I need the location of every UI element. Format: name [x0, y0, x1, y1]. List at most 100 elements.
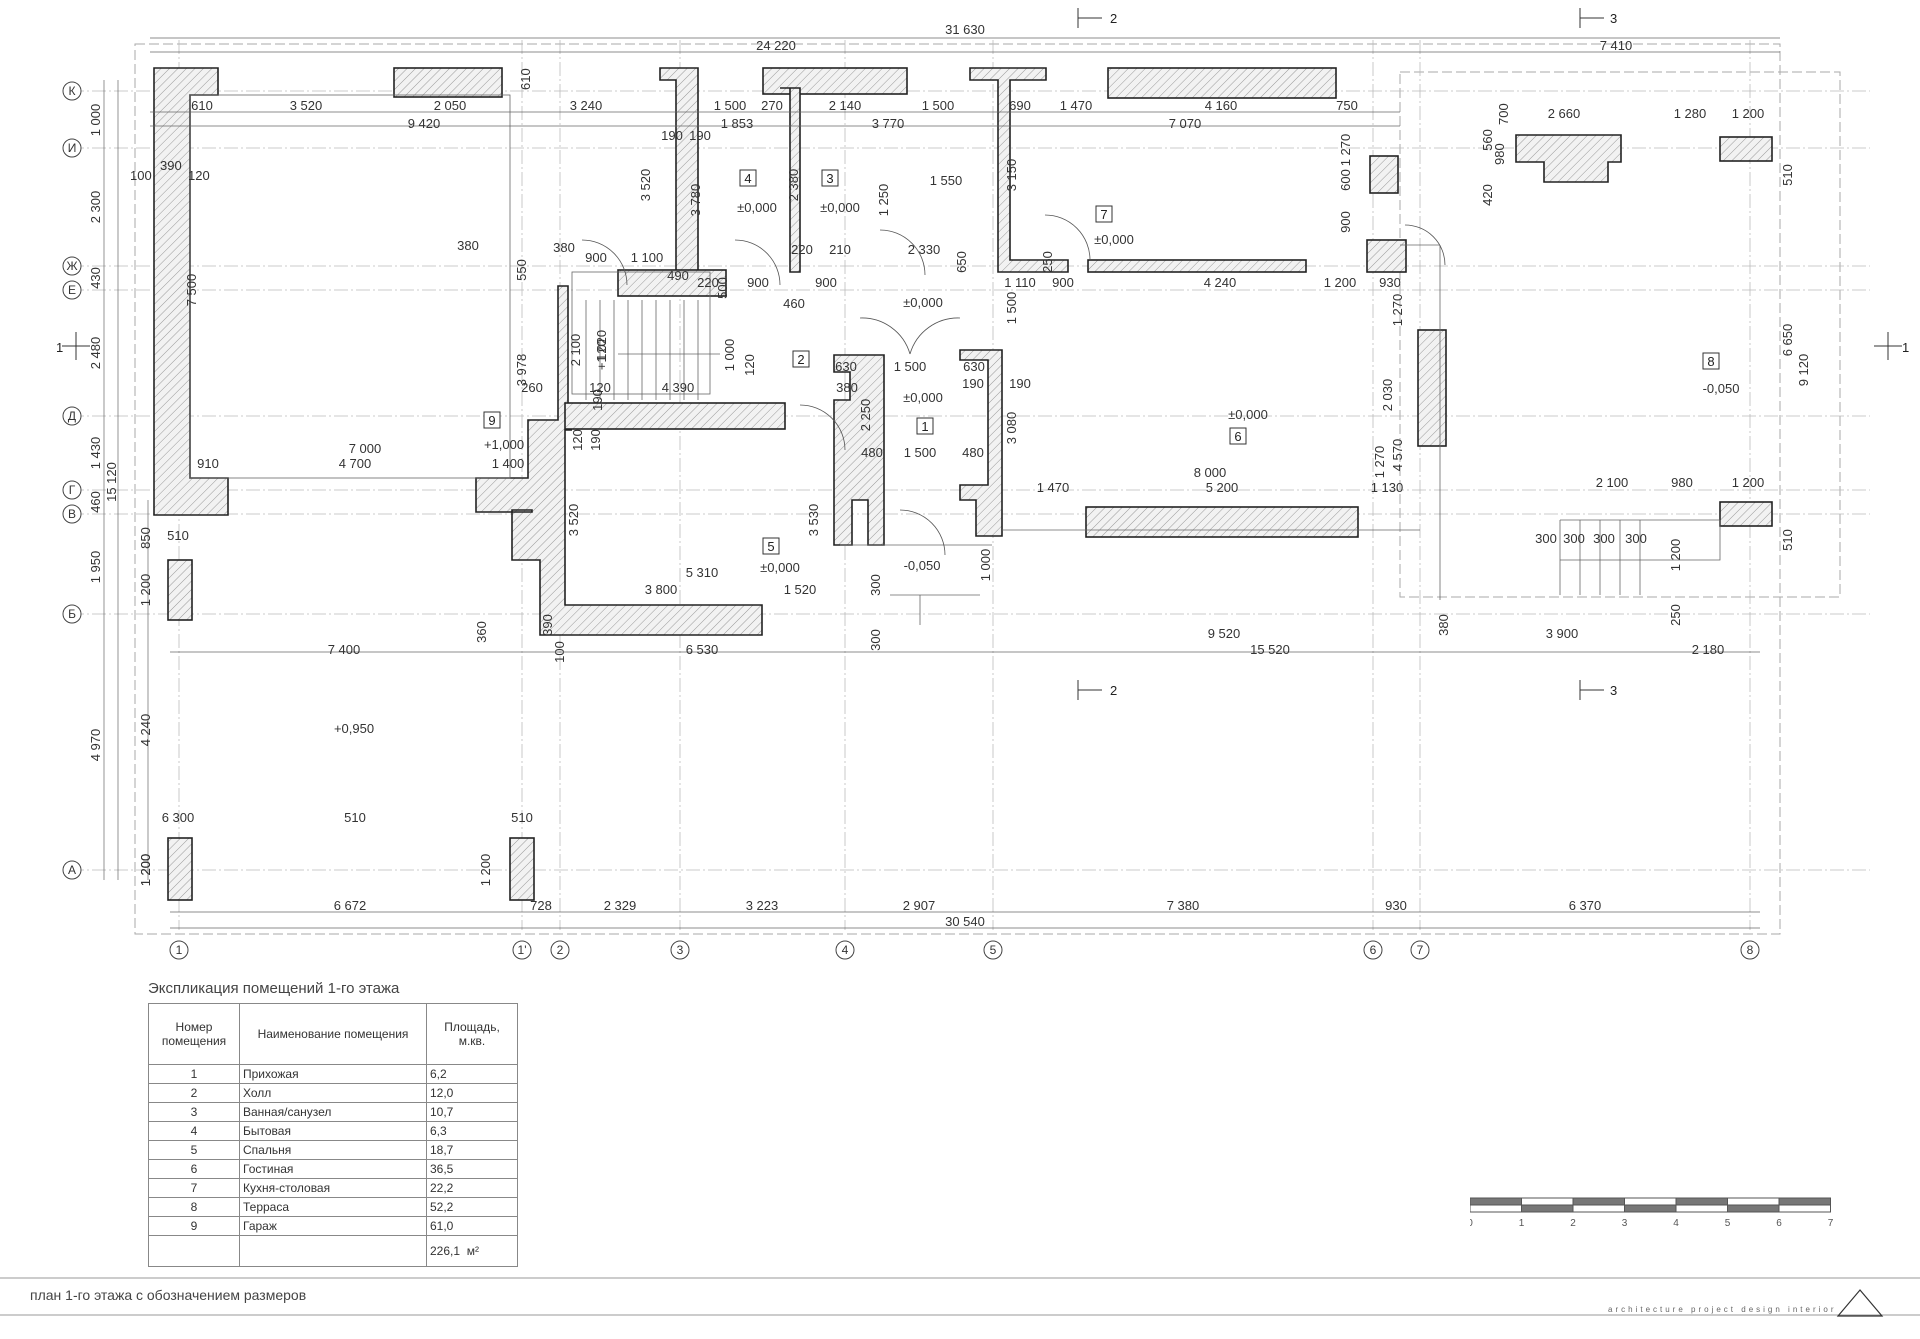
dim-l3: 430	[88, 267, 103, 289]
dim-inner-label: 2 100	[568, 334, 583, 367]
dim-inner-label: 420	[1480, 184, 1495, 206]
dim-e8: 700	[1496, 103, 1511, 125]
dim-inner-label: 630	[963, 359, 985, 374]
scale-bar-graphic: 01234567	[1467, 1197, 1834, 1229]
room-area-cell: 6,3	[426, 1121, 518, 1141]
dim-t1: 610	[191, 98, 213, 113]
dim-inner-label: 630	[835, 359, 857, 374]
dim-e3: 390	[160, 158, 182, 173]
thin-lines	[189, 94, 1721, 625]
room-number-cell: 9	[148, 1216, 240, 1236]
column-terrace-2	[1719, 501, 1773, 527]
dim-b2: 728	[530, 898, 552, 913]
dim-inner-label: 380	[457, 238, 479, 253]
room-4-level: ±0,000	[737, 200, 777, 215]
total-cell: 226,1 м²	[426, 1235, 518, 1267]
dim-inner-label: 7 000	[349, 441, 382, 456]
axis-3: 3	[677, 943, 684, 957]
axis-I: И	[68, 141, 77, 155]
dims-left: 1 000 2 300 430 2 480 1 430 460 1 950 4 …	[88, 104, 567, 887]
wall-hall-mid	[564, 402, 786, 430]
scale-segment	[1624, 1197, 1677, 1206]
room-7-level: ±0,000	[1094, 232, 1134, 247]
axis-K: К	[69, 84, 76, 98]
wall-top-1	[393, 67, 503, 98]
room-number-cell: 7	[148, 1178, 240, 1198]
axis-G: Г	[69, 483, 76, 497]
axis-6: 6	[1370, 943, 1377, 957]
dim-inner-label: 1 470	[1037, 480, 1070, 495]
section-label-3-top: 3	[1610, 11, 1617, 26]
room-name-cell: Терраса	[239, 1197, 427, 1217]
dim-inner-label: 490	[667, 268, 689, 283]
room-number-cell: 6	[148, 1159, 240, 1179]
dim-t3: 2 050	[434, 98, 467, 113]
dim-b2-6: 3 900	[1546, 626, 1579, 641]
room-name-cell: Кухня-столовая	[239, 1178, 427, 1198]
axis-2: 2	[557, 943, 564, 957]
scale-segment	[1675, 1197, 1728, 1206]
dim-inner-label: 190	[588, 429, 603, 451]
total-empty	[148, 1235, 240, 1267]
axis-D: Д	[68, 409, 76, 423]
room-number-cell: 4	[148, 1121, 240, 1141]
dim-b2-1: 7 400	[328, 642, 361, 657]
room-area-cell: 12,0	[426, 1083, 518, 1103]
wall-entry-east	[959, 349, 1003, 537]
dim-inner-label: 190	[661, 128, 683, 143]
dim-l8: 4 970	[88, 729, 103, 762]
explication-title: Экспликация помещений 1-го этажа	[148, 980, 400, 997]
dim-t8: 1 500	[922, 98, 955, 113]
room-number-cell: 1	[148, 1064, 240, 1084]
dim-inner-label: 120	[570, 429, 585, 451]
scale-tick-label: 7	[1828, 1218, 1834, 1229]
dim-inner-label: 650	[954, 251, 969, 273]
room-9: 9 +1,000	[483, 411, 524, 452]
axis-4: 4	[842, 943, 849, 957]
axis-1prime: 1'	[518, 943, 527, 957]
dim-inner-label: 900	[747, 275, 769, 290]
scale-segment	[1727, 1197, 1780, 1206]
dim-e2: 100	[130, 168, 152, 183]
room-5-num: 5	[767, 539, 774, 554]
room-area-cell: 10,7	[426, 1102, 518, 1122]
dim-l15: 360	[474, 621, 489, 643]
dim-inner-label: 6 650	[1780, 324, 1795, 357]
dim-t10: 1 470	[1060, 98, 1093, 113]
dim-inner-label: 300	[1593, 531, 1615, 546]
dim-inner-label: 190	[689, 128, 711, 143]
dim-lines-bottom	[170, 651, 1760, 929]
wall-living-east-window	[1417, 329, 1447, 447]
dim-inner-label: 550	[514, 259, 529, 281]
section-label-3-bottom: 3	[1610, 683, 1617, 698]
dim-inner-label: 460	[783, 296, 805, 311]
room-labels: 4 ±0,000 3 ±0,000 7 ±0,000 2 ±0,000 1 ±0…	[334, 169, 1739, 736]
room-area-cell: 52,2	[426, 1197, 518, 1217]
dim-inner-label: 560	[1480, 129, 1495, 151]
dim-inner-label: 1 500	[1004, 292, 1019, 325]
dim-inner-label: 1 000	[978, 549, 993, 582]
section-label-1-left: 1	[56, 340, 63, 355]
dim-inner-label: 1 500	[894, 359, 927, 374]
axis-7: 7	[1417, 943, 1424, 957]
dim-inner-label: 1 250	[876, 184, 891, 217]
axis-1: 1	[176, 943, 183, 957]
dim-t4: 3 240	[570, 98, 603, 113]
dim-t12: 750	[1336, 98, 1358, 113]
dim-inner-label: 510	[1780, 529, 1795, 551]
dim-inner-label: 2 330	[908, 242, 941, 257]
explication-table: Номер помещения Наименование помещения П…	[148, 1003, 518, 1267]
dim-r2-1: 9 420	[408, 116, 441, 131]
dim-inner-label: 300	[1535, 531, 1557, 546]
level-garage-apron: +0,950	[334, 721, 374, 736]
axis-8: 8	[1747, 943, 1754, 957]
dim-top-extras: 610 100 390 120 2 660 1 280 1 200 700 98…	[130, 68, 1764, 183]
dim-left-top: 24 220	[756, 38, 796, 53]
dim-inner-label: 4 240	[1204, 275, 1237, 290]
